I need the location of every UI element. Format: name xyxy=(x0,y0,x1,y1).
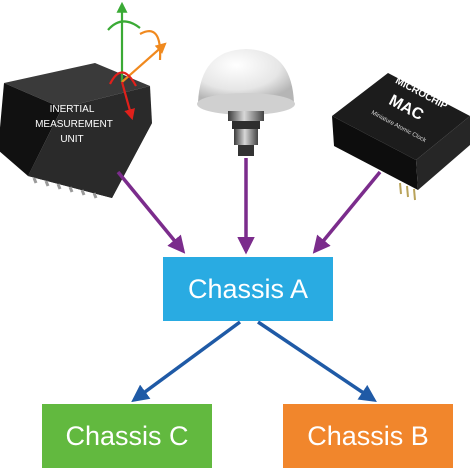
chassis-b-box: Chassis B xyxy=(283,404,453,468)
imu-chip-image: INERTIAL MEASUREMENT UNIT xyxy=(0,63,152,199)
chassis-c-label: Chassis C xyxy=(65,420,189,451)
chassis-b-label: Chassis B xyxy=(307,420,429,451)
chassis-a-box: Chassis A xyxy=(163,257,333,321)
imu-label-line1: INERTIAL xyxy=(50,104,95,115)
axes-icon xyxy=(107,1,167,121)
arrow-chassis-a-to-c xyxy=(131,320,242,403)
arrow-chassis-a-to-b xyxy=(257,320,377,402)
imu-label-line3: UNIT xyxy=(60,134,83,145)
chassis-a-label: Chassis A xyxy=(187,273,309,304)
output-arrows xyxy=(131,320,377,403)
gps-antenna-image xyxy=(197,49,295,156)
input-arrows xyxy=(116,158,382,255)
atomic-clock-image: MICROCHIP MAC Miniature Atomic Clock xyxy=(332,73,470,201)
arrow-clock-to-chassis-a xyxy=(312,170,382,254)
arrow-imu-to-chassis-a xyxy=(116,170,186,254)
imu-label-line2: MEASUREMENT xyxy=(35,119,113,130)
chassis-c-box: Chassis C xyxy=(42,404,212,468)
